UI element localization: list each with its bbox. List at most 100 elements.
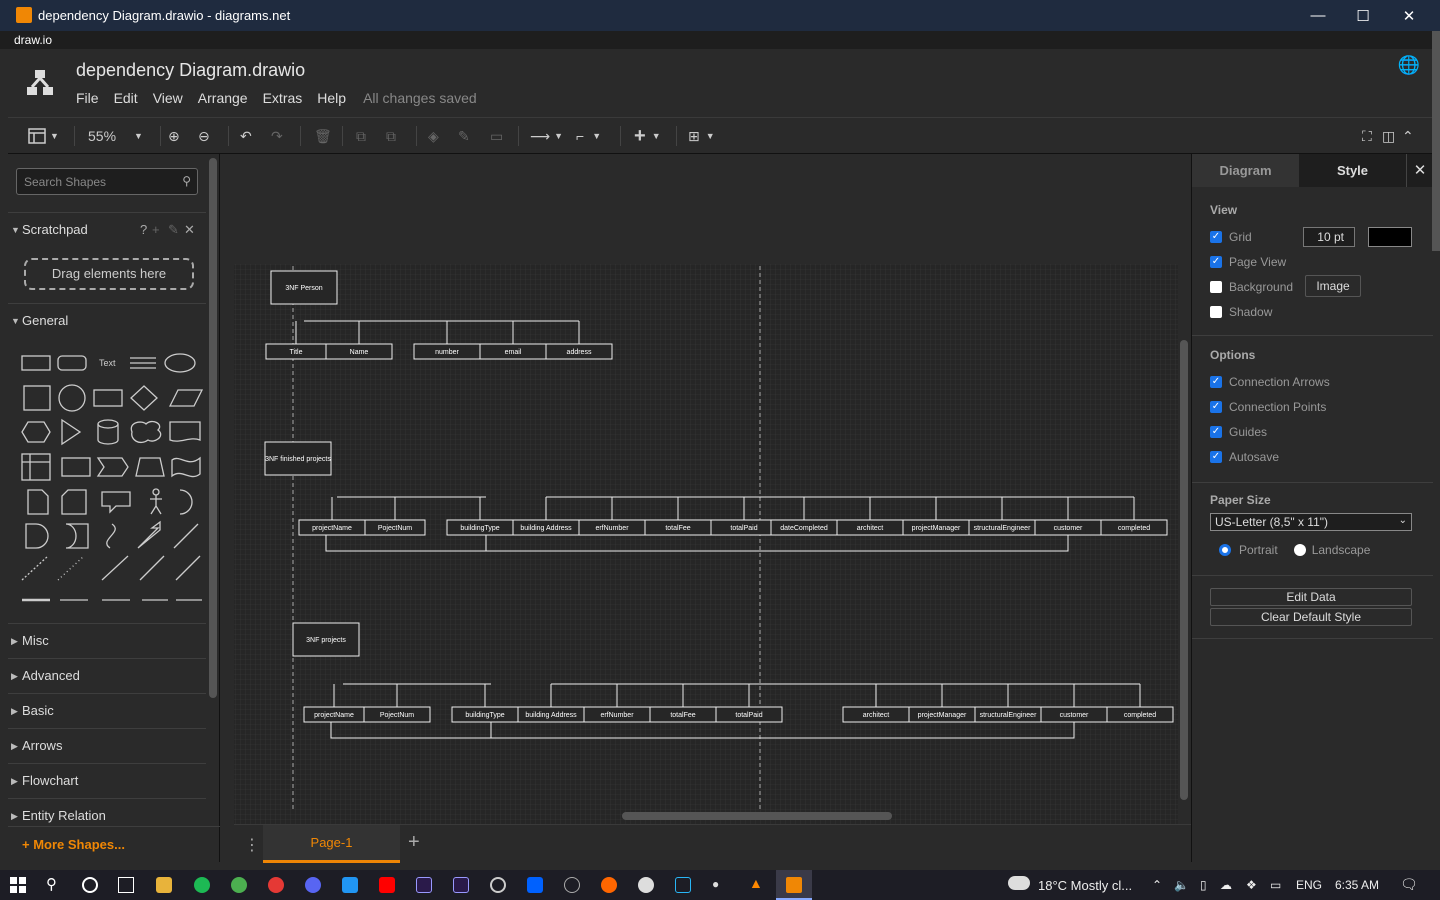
panel-toggle-icon[interactable]: ◫ bbox=[1382, 127, 1396, 144]
app-icon[interactable] bbox=[638, 877, 654, 893]
autosave-option[interactable]: ✓Autosave bbox=[1210, 450, 1279, 464]
fullscreen-icon[interactable]: ⛶ bbox=[1362, 127, 1372, 144]
table-icon[interactable]: ⊞▼ bbox=[688, 127, 715, 144]
canvas-horizontal-scrollbar[interactable] bbox=[622, 812, 892, 820]
menu-arrange[interactable]: Arrange bbox=[197, 90, 248, 106]
start-icon[interactable] bbox=[10, 877, 26, 893]
menu-file[interactable]: File bbox=[76, 90, 99, 106]
chrome-icon[interactable] bbox=[231, 877, 247, 893]
network-icon[interactable]: ▭ bbox=[1270, 878, 1282, 892]
zoom-level-dropdown[interactable]: 55%▼ bbox=[88, 128, 143, 144]
scratchpad-help-icon[interactable]: ? bbox=[140, 222, 148, 237]
delete-icon[interactable]: 🗑 bbox=[314, 127, 332, 144]
scratchpad-close-icon[interactable]: ✕ bbox=[184, 222, 195, 237]
portrait-radio[interactable] bbox=[1219, 544, 1231, 556]
tab-page-1[interactable]: Page-1 bbox=[263, 825, 400, 863]
maximize-button[interactable]: ☐ bbox=[1356, 7, 1370, 25]
tray-chevron-icon[interactable]: ⌃ bbox=[1152, 878, 1163, 892]
pages-menu-icon[interactable]: ⋮ bbox=[244, 837, 260, 854]
tab-style[interactable]: Style bbox=[1299, 154, 1406, 187]
photos-icon[interactable] bbox=[342, 877, 358, 893]
collapse-icon[interactable]: ⌃ bbox=[1402, 127, 1414, 144]
grid-option[interactable]: ✓Grid bbox=[1210, 230, 1252, 244]
page-view-checkbox[interactable]: ✓ bbox=[1210, 256, 1222, 268]
connection-icon[interactable]: ⟶▼ bbox=[530, 127, 563, 144]
to-back-icon[interactable]: ⧉ bbox=[386, 127, 396, 144]
discord-icon[interactable] bbox=[305, 877, 321, 893]
file-explorer-icon[interactable] bbox=[156, 877, 172, 893]
sidebar-section-advanced[interactable]: ▶Advanced bbox=[8, 658, 206, 692]
sidebar-section-entity-relation[interactable]: ▶Entity Relation bbox=[8, 798, 206, 832]
entity-finished-projects[interactable] bbox=[264, 441, 332, 476]
spotify-icon[interactable] bbox=[194, 877, 210, 893]
volume-icon[interactable]: 🔈 bbox=[1174, 878, 1189, 892]
language-globe-icon[interactable]: 🌐 bbox=[1397, 55, 1420, 75]
sidebar-section-flowchart[interactable]: ▶Flowchart bbox=[8, 763, 206, 797]
connection-arrows-checkbox[interactable]: ✓ bbox=[1210, 376, 1222, 388]
general-header[interactable]: ▼ General bbox=[8, 303, 206, 337]
zoom-in-icon[interactable]: ⊕ bbox=[168, 127, 180, 144]
background-image-button[interactable]: Image bbox=[1305, 275, 1361, 297]
language-indicator[interactable]: ENG bbox=[1296, 878, 1323, 892]
premiere-icon[interactable] bbox=[453, 877, 469, 893]
grid-checkbox[interactable]: ✓ bbox=[1210, 231, 1222, 243]
canvas-vertical-scrollbar[interactable] bbox=[1180, 340, 1188, 800]
sidebar-section-arrows[interactable]: ▶Arrows bbox=[8, 728, 206, 762]
guides-checkbox[interactable]: ✓ bbox=[1210, 426, 1222, 438]
tab-diagram[interactable]: Diagram bbox=[1192, 154, 1299, 187]
to-front-icon[interactable]: ⧉ bbox=[356, 127, 366, 144]
connection-points-option[interactable]: ✓Connection Points bbox=[1210, 400, 1326, 414]
background-option[interactable]: Background bbox=[1210, 280, 1293, 294]
clock[interactable]: 6:35 AM bbox=[1335, 878, 1380, 892]
fill-color-icon[interactable]: ◈ bbox=[428, 127, 439, 144]
portrait-option[interactable]: Portrait Landscape bbox=[1219, 543, 1370, 557]
add-page-button[interactable]: + bbox=[408, 831, 420, 853]
menu-extras[interactable]: Extras bbox=[262, 90, 303, 106]
waypoints-icon[interactable]: ⌐▼ bbox=[576, 128, 602, 144]
connection-points-checkbox[interactable]: ✓ bbox=[1210, 401, 1222, 413]
background-checkbox[interactable] bbox=[1210, 281, 1222, 293]
document-title[interactable]: dependency Diagram.drawio bbox=[76, 60, 306, 80]
shadow-icon[interactable]: ▭ bbox=[490, 127, 504, 144]
vlc-icon[interactable]: ▲ bbox=[749, 875, 763, 891]
entity-projects[interactable] bbox=[292, 622, 360, 657]
search-shapes-input[interactable]: Search Shapes ⚲ bbox=[16, 168, 198, 195]
dropbox-tray-icon[interactable]: ❖ bbox=[1246, 878, 1257, 892]
menu-edit[interactable]: Edit bbox=[113, 90, 138, 106]
clear-default-style-button[interactable]: Clear Default Style bbox=[1210, 608, 1412, 626]
sidebar-section-misc[interactable]: ▶Misc bbox=[8, 623, 206, 657]
search-icon[interactable]: ⚲ bbox=[46, 876, 57, 893]
obs-icon[interactable] bbox=[490, 877, 506, 893]
general-shapes-palette[interactable]: Text bbox=[18, 344, 208, 604]
guides-option[interactable]: ✓Guides bbox=[1210, 425, 1267, 439]
after-effects-icon[interactable] bbox=[416, 877, 432, 893]
entity-person[interactable] bbox=[270, 270, 338, 305]
undo-icon[interactable]: ↶ bbox=[240, 127, 252, 144]
menu-view[interactable]: View bbox=[152, 90, 183, 106]
weather-text[interactable]: 18°C Mostly cl... bbox=[1038, 878, 1133, 893]
scratchpad-drop-zone[interactable]: Drag elements here bbox=[24, 258, 194, 290]
app-icon[interactable]: ● bbox=[712, 877, 720, 891]
youtube-icon[interactable] bbox=[379, 877, 395, 893]
autosave-checkbox[interactable]: ✓ bbox=[1210, 451, 1222, 463]
sidebar-scrollbar[interactable] bbox=[209, 158, 217, 698]
grid-size-input[interactable]: 10 pt bbox=[1303, 227, 1355, 247]
redo-icon[interactable]: ↷ bbox=[271, 127, 283, 144]
shadow-checkbox[interactable] bbox=[1210, 306, 1222, 318]
edit-data-button[interactable]: Edit Data bbox=[1210, 588, 1412, 606]
format-panel-toggle-icon[interactable]: ▼ bbox=[28, 126, 59, 146]
cortana-icon[interactable] bbox=[82, 877, 98, 893]
line-color-icon[interactable]: ✎ bbox=[458, 127, 470, 144]
menu-help[interactable]: Help bbox=[317, 90, 347, 106]
close-panel-icon[interactable]: ✕ bbox=[1406, 154, 1433, 187]
shadow-option[interactable]: Shadow bbox=[1210, 305, 1272, 319]
app-icon[interactable] bbox=[564, 877, 580, 893]
scratchpad-add-icon[interactable]: + bbox=[152, 222, 160, 237]
minimize-button[interactable]: — bbox=[1310, 7, 1326, 24]
chrome-profile-icon[interactable] bbox=[268, 877, 284, 893]
battery-icon[interactable]: ▯ bbox=[1200, 878, 1207, 892]
close-window-button[interactable]: ✕ bbox=[1402, 7, 1416, 25]
task-view-icon[interactable] bbox=[118, 877, 134, 893]
paper-size-select[interactable]: US-Letter (8,5" x 11") ⌄ bbox=[1210, 513, 1412, 531]
